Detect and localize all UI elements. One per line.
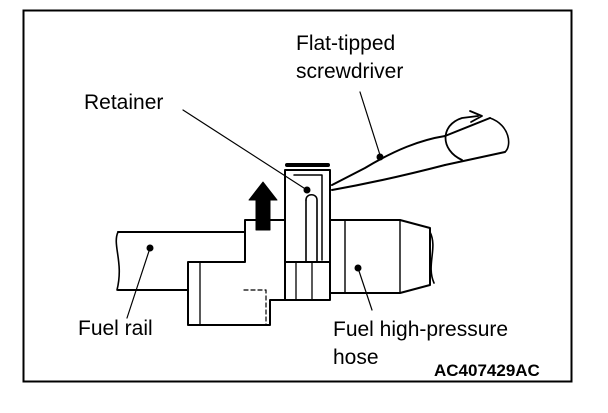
hose-label-line2: hose — [333, 346, 379, 369]
arrow-up-icon — [248, 181, 278, 231]
screwdriver-label-line2: screwdriver — [296, 60, 403, 83]
screwdriver-label-line1: Flat-tipped — [296, 32, 395, 55]
leader-fuel-rail — [126, 247, 151, 319]
leader-dot — [376, 153, 384, 161]
leader-dot — [303, 186, 311, 194]
retainer-clip — [284, 163, 331, 301]
leader-screwdriver — [359, 91, 381, 156]
figure-code: AC407429AC — [434, 361, 540, 380]
leader-dot — [354, 264, 362, 272]
retainer-label: Retainer — [84, 91, 163, 114]
rotate-arrow-icon — [444, 110, 483, 161]
fuel-high-pressure-hose — [329, 219, 435, 294]
leader-dot — [146, 244, 154, 252]
fuel-rail-label: Fuel rail — [78, 317, 153, 340]
leader-retainer — [182, 109, 308, 191]
flat-tipped-screwdriver — [331, 117, 510, 191]
hose-label-line1: Fuel high-pressure — [333, 318, 508, 341]
figure-border — [22, 9, 573, 383]
fuel-rail — [115, 219, 286, 326]
leader-hose — [357, 267, 373, 311]
